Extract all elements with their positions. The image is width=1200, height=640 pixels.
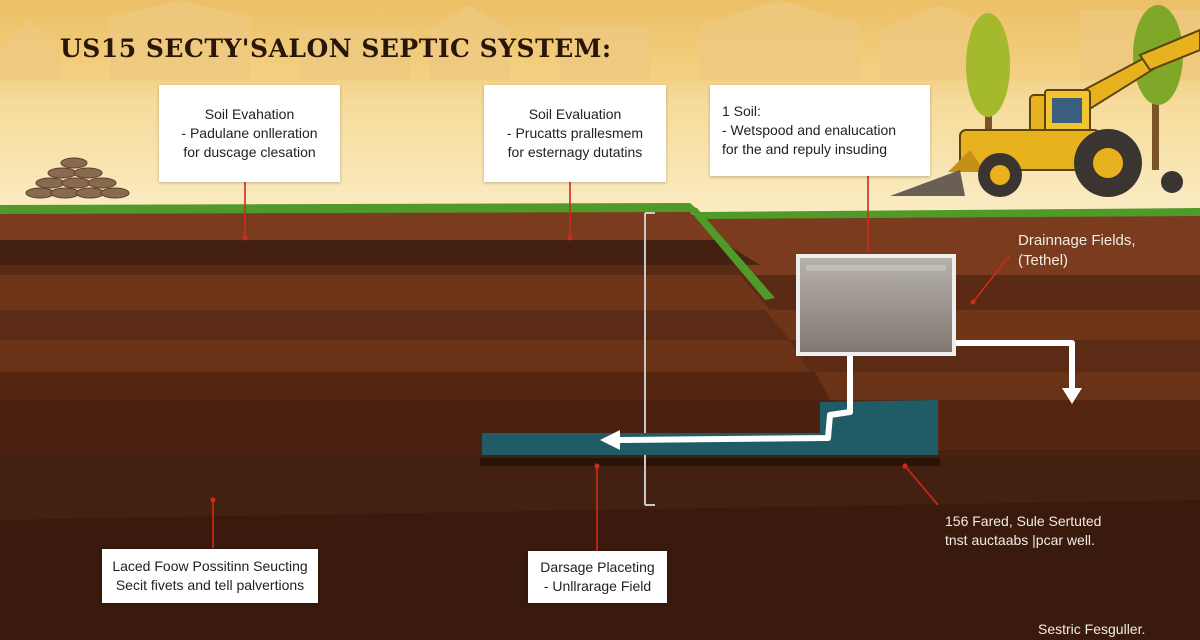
label-line: (Tethel)	[1018, 252, 1069, 270]
callout-line: Soil Evaluation	[528, 106, 622, 123]
callout-line: - Unllrarage Field	[543, 578, 652, 594]
gravel-bed	[480, 458, 940, 466]
leader-lines	[212, 166, 1011, 552]
callout-soil-right: 1 Soil: - Wetspood and enalucation for t…	[710, 85, 930, 176]
label-line: 156 Fared, Sule Sertuted	[945, 513, 1102, 529]
septic-tank-lid	[806, 265, 946, 271]
footer-text: Sestric Fesguller.	[1038, 621, 1146, 637]
callout-line: - Padulane onlleration	[181, 125, 318, 142]
grass-slope	[685, 205, 775, 300]
stone-pile-icon	[25, 157, 130, 199]
label-line: Drainnage Fields,	[1018, 232, 1136, 249]
callout-line: for esternagy dutatins	[507, 143, 643, 160]
footer-credit: Sestric Fesguller.	[1038, 620, 1145, 639]
drainage-fields-label: Drainnage Fields, (Tethel)	[1018, 231, 1136, 272]
callout-line: for duscage clesation	[183, 143, 316, 160]
page-title: US15 SECTY'SALON SEPTIC SYSTEM:	[60, 34, 612, 63]
callout-line: - Prucatts prallesmem	[506, 125, 644, 142]
flow-arrow-icon	[600, 430, 620, 450]
leader-dots	[210, 235, 976, 503]
pipes	[617, 340, 1075, 443]
callout-line: - Wetspood and enalucation	[722, 122, 897, 139]
callout-bottom-left: Laced Foow Possitinn Seucting Secit five…	[102, 549, 318, 603]
callout-line: Soil Evahation	[204, 106, 295, 123]
field-note-label: 156 Fared, Sule Sertuted tnst auctaabs |…	[945, 512, 1101, 550]
drainage-field	[482, 400, 938, 455]
town-silhouette	[0, 0, 1200, 80]
flow-arrow-icon	[1062, 388, 1082, 404]
callout-line: Laced Foow Possitinn Seucting	[112, 558, 308, 575]
septic-tank	[796, 254, 956, 356]
grass-strip	[0, 203, 1200, 219]
excavator-icon	[890, 28, 1200, 197]
callout-line: for the and repuly insuding	[722, 140, 887, 157]
depth-marker	[644, 212, 655, 506]
callout-soil-evaluation-left: Soil Evahation - Padulane onlleration fo…	[159, 85, 340, 182]
callout-line: 1 Soil:	[722, 103, 761, 120]
label-line: tnst auctaabs |pcar well.	[945, 531, 1095, 548]
callout-soil-evaluation-middle: Soil Evaluation - Prucatts prallesmem fo…	[484, 85, 666, 182]
callout-bottom-middle: Darsage Placeting - Unllrarage Field	[528, 551, 667, 603]
callout-line: Secit fivets and tell palvertions	[115, 577, 305, 593]
callout-line: Darsage Placeting	[540, 559, 655, 576]
